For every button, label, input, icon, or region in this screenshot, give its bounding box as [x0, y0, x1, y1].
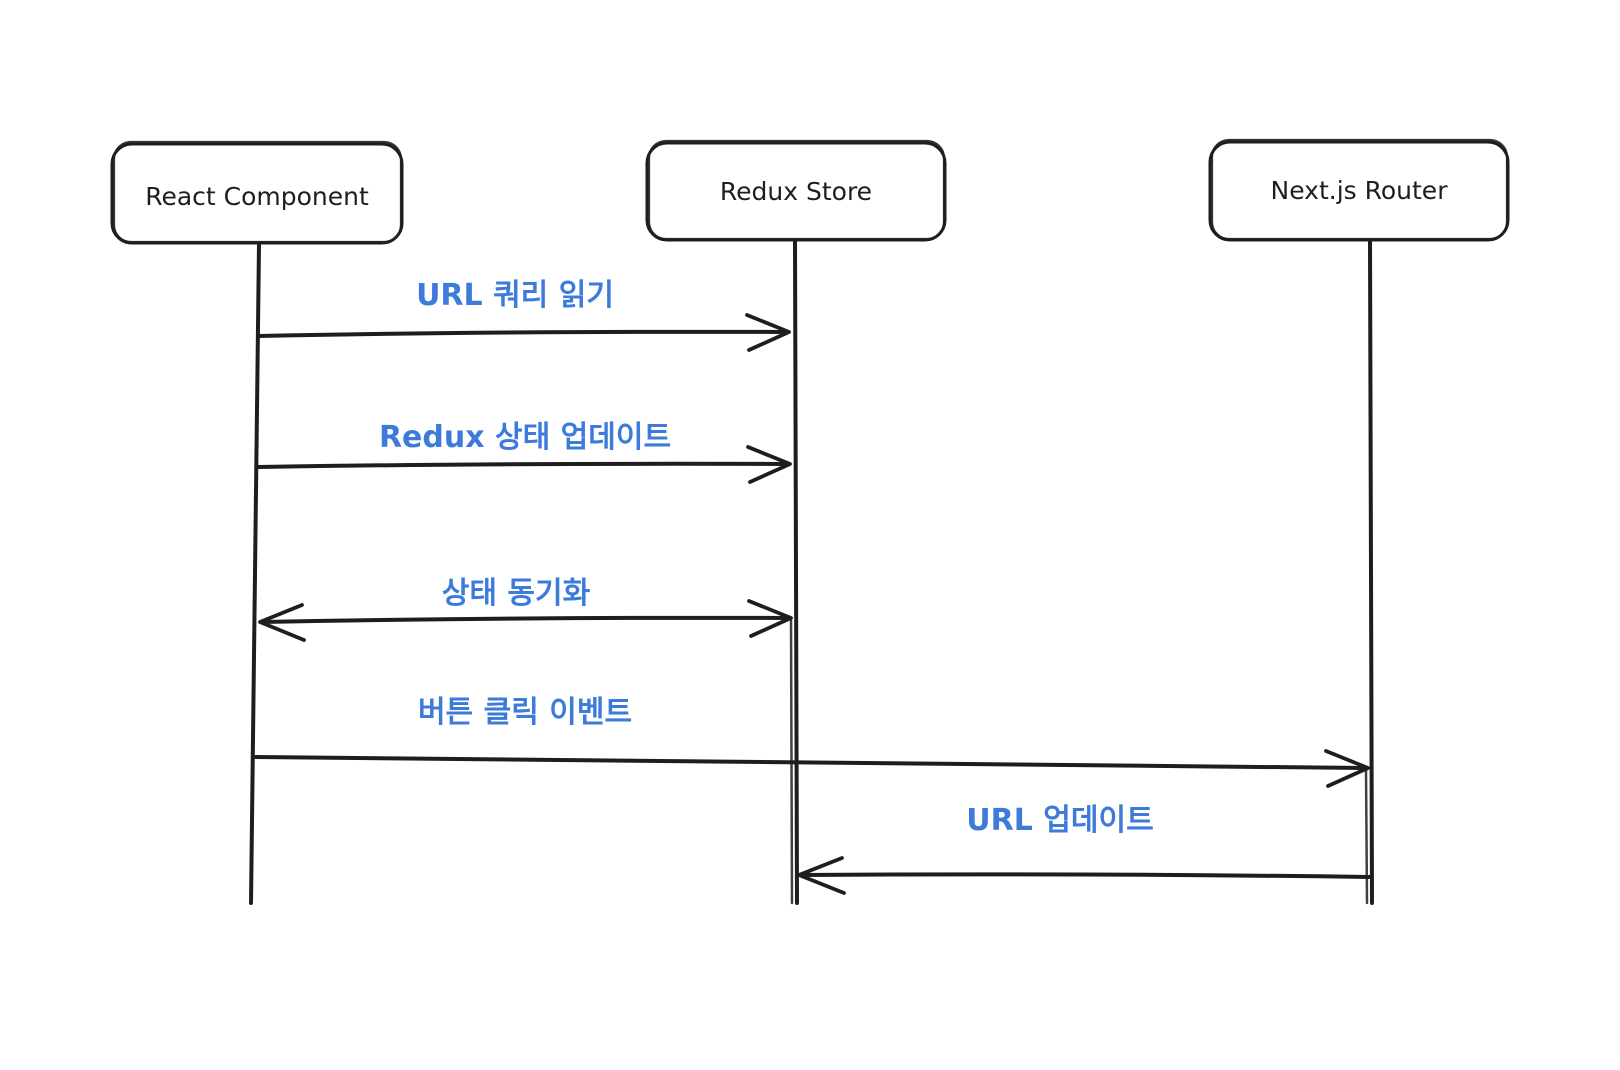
message-label-state-sync: 상태 동기화 [442, 576, 591, 611]
message-redux-state-update: Redux 상태 업데이트 [256, 420, 792, 484]
actor-box-react-component: React Component [110, 140, 404, 245]
message-url-query-read: URL 쿼리 읽기 [256, 278, 791, 352]
arrowhead-left-icon [258, 603, 306, 642]
message-label-button-click-event: 버튼 클릭 이벤트 [418, 695, 632, 730]
message-label-url-query-read: URL 쿼리 읽기 [416, 278, 614, 313]
lifeline-nextjs-router-echo [1364, 768, 1369, 905]
actor-label-react-component: React Component [145, 182, 369, 211]
arrowhead-right-icon [747, 599, 793, 638]
actor-box-redux-store: Redux Store [645, 139, 947, 242]
message-url-update: URL 업데이트 [797, 803, 1371, 895]
arrowhead-right-icon [746, 445, 792, 484]
message-state-sync: 상태 동기화 [258, 576, 793, 642]
lifeline-redux-store [793, 239, 799, 905]
lifeline-react-component [249, 242, 261, 905]
message-label-url-update: URL 업데이트 [966, 803, 1153, 838]
lifeline-nextjs-router [1368, 239, 1374, 905]
message-label-redux-state-update: Redux 상태 업데이트 [379, 420, 671, 455]
actor-label-redux-store: Redux Store [720, 177, 872, 206]
actor-label-nextjs-router: Next.js Router [1271, 176, 1449, 205]
arrowhead-left-icon [797, 856, 846, 895]
arrowhead-right-icon [745, 313, 791, 352]
message-button-click-event: 버튼 클릭 이벤트 [254, 695, 1370, 788]
arrowhead-right-icon [1324, 749, 1370, 788]
actor-box-nextjs-router: Next.js Router [1208, 138, 1510, 242]
